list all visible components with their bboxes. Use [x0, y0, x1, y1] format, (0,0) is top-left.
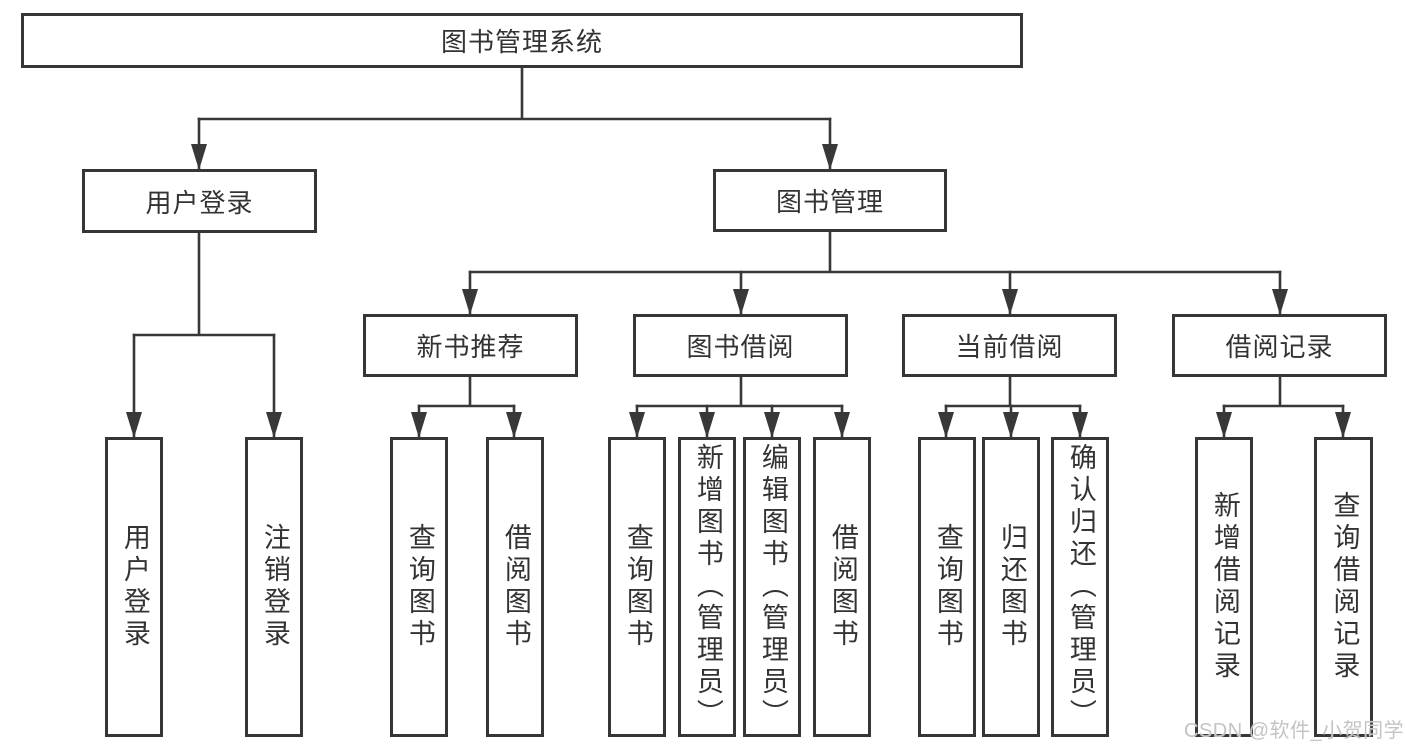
node-label: 新增图书（管理员）	[692, 443, 723, 731]
node-label: 归还图书	[996, 523, 1027, 651]
node-new-book-recommend: 新书推荐	[363, 314, 578, 377]
node-leaf-add-borrow-record: 新增借阅记录	[1195, 437, 1253, 737]
connector-borrow-record-branch	[1222, 375, 1345, 408]
node-label: 图书管理系统	[440, 27, 603, 57]
node-leaf-borrow-books: 借阅图书	[813, 437, 871, 737]
node-label: 注销登录	[259, 523, 290, 651]
connector-current-borrow-branch	[944, 375, 1082, 408]
node-leaf-confirm-return-admin: 确认归还（管理员）	[1051, 437, 1109, 737]
node-leaf-query-borrow-record: 查询借阅记录	[1314, 437, 1373, 737]
node-label: 查询图书	[932, 523, 963, 651]
node-leaf-query-books-borrow: 查询图书	[608, 437, 666, 737]
node-leaf-user-login: 用户登录	[105, 437, 163, 737]
connector-book-borrow-branch	[635, 375, 844, 408]
node-label: 当前借阅	[955, 332, 1064, 362]
node-label: 图书管理	[775, 187, 884, 217]
node-label: 查询图书	[622, 523, 653, 651]
connector-new-book-branch	[417, 375, 516, 408]
node-book-management: 图书管理	[713, 169, 947, 232]
node-label: 用户登录	[145, 187, 254, 218]
node-label: 查询借阅记录	[1329, 491, 1360, 683]
node-leaf-borrow-books-recommend: 借阅图书	[486, 437, 544, 737]
node-borrow-records: 借阅记录	[1172, 314, 1387, 377]
node-label: 借阅记录	[1225, 332, 1334, 362]
node-label: 用户登录	[119, 523, 150, 651]
node-label: 编辑图书（管理员）	[757, 443, 788, 731]
connector-book-management-branch	[468, 230, 1282, 274]
node-label: 新增借阅记录	[1209, 491, 1240, 683]
node-leaf-logout: 注销登录	[245, 437, 303, 737]
node-leaf-query-books-recommend: 查询图书	[390, 437, 448, 737]
node-leaf-edit-book-admin: 编辑图书（管理员）	[743, 437, 801, 737]
node-label: 图书借阅	[686, 332, 795, 362]
node-book-borrow: 图书借阅	[633, 314, 848, 377]
node-library-management-system: 图书管理系统	[21, 13, 1023, 68]
node-leaf-query-books-current: 查询图书	[918, 437, 976, 737]
node-label: 新书推荐	[416, 332, 525, 362]
node-current-borrow: 当前借阅	[902, 314, 1117, 377]
node-label: 确认归还（管理员）	[1065, 443, 1096, 731]
node-label: 借阅图书	[500, 523, 531, 651]
watermark: CSDN @软件_小贺同学	[1184, 720, 1405, 742]
connector-user-login-branch	[132, 231, 276, 337]
node-leaf-return-book: 归还图书	[982, 437, 1040, 737]
node-user-login: 用户登录	[82, 169, 317, 233]
node-label: 查询图书	[404, 523, 435, 651]
connector-root-stem	[197, 66, 832, 121]
node-leaf-add-book-admin: 新增图书（管理员）	[678, 437, 736, 737]
node-label: 借阅图书	[827, 523, 858, 651]
